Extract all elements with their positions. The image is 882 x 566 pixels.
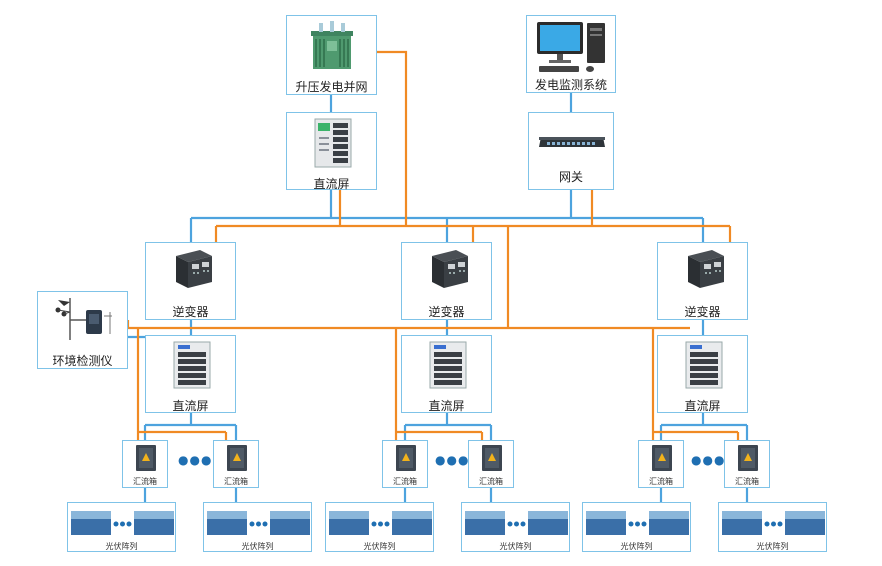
monitor-label: 发电监测系统 [534,78,607,92]
pv-label-5: 光伏阵列 [620,542,653,551]
combiner-box-node-2: 汇流箱 [213,440,259,488]
pv-label-6: 光伏阵列 [756,542,789,551]
dc-top-label: 直流屏 [313,177,350,191]
combiner-box-node-1: 汇流箱 [122,440,168,488]
inverter-label-2: 逆变器 [428,305,465,319]
pv-array-node-1: 光伏阵列 [67,502,176,552]
combiner-label-6: 汇流箱 [735,477,759,486]
ellipsis-dots: ●●● [435,453,470,467]
switch-icon [539,137,605,147]
dc-cabinet-label-2: 直流屏 [428,399,465,413]
grid-label: 升压发电并网 [295,80,368,94]
pv-label-4: 光伏阵列 [499,542,532,551]
dc-cabinet-icon [429,341,467,389]
solar-panel-icon [586,511,689,535]
dc-screen-top-node: 直流屏 [286,112,377,191]
pv-array-node-3: 光伏阵列 [325,502,434,552]
weather-station-icon [55,298,112,340]
solar-panel-icon [722,511,825,535]
ellipsis-dots: ●●● [178,453,213,467]
inverter-label-1: 逆变器 [172,305,209,319]
solar-panel-icon [465,511,568,535]
gateway-label: 网关 [558,170,583,184]
inverter-label-3: 逆变器 [684,305,721,319]
pv-array-node-5: 光伏阵列 [582,502,691,552]
solar-panel-icon [207,511,310,535]
pv-array-node-2: 光伏阵列 [203,502,312,552]
combiner-box-node-3: 汇流箱 [382,440,428,488]
dc-cabinet-node-2: 直流屏 [401,335,492,413]
pv-array-node-6: 光伏阵列 [718,502,827,552]
pv-label-2: 光伏阵列 [241,542,274,551]
inverter-icon [176,250,212,288]
dc-cabinet-label-3: 直流屏 [684,399,721,413]
dc-cabinet-node-3: 直流屏 [657,335,748,413]
inverter-icon [688,250,724,288]
solar-panel-icon [329,511,432,535]
inverter-icon [432,250,468,288]
combiner-label-5: 汇流箱 [649,477,673,486]
grid-connection-node: 升压发电并网 [286,15,377,95]
combiner-label-4: 汇流箱 [479,477,503,486]
combiner-box-icon [738,445,758,471]
inverter-node-1: 逆变器 [145,242,236,320]
combiner-box-node-4: 汇流箱 [468,440,514,488]
combiner-box-icon [136,445,156,471]
inverter-node-3: 逆变器 [657,242,748,320]
inverter-node-2: 逆变器 [401,242,492,320]
pv-array-node-4: 光伏阵列 [461,502,570,552]
combiner-box-icon [396,445,416,471]
combiner-box-icon [227,445,247,471]
pv-label-1: 光伏阵列 [105,542,138,551]
combiner-box-node-5: 汇流箱 [638,440,684,488]
combiner-label-1: 汇流箱 [133,477,157,486]
computer-icon [537,22,605,72]
dc-cabinet-icon [173,341,211,389]
monitoring-system-node: 发电监测系统 [526,15,616,93]
combiner-box-icon [652,445,672,471]
combiner-label-2: 汇流箱 [224,477,248,486]
env-label: 环境检测仪 [52,354,113,368]
dc-cabinet-label-1: 直流屏 [172,399,209,413]
environment-monitor-node: 环境检测仪 [37,291,128,369]
transformer-icon [311,21,353,69]
pv-label-3: 光伏阵列 [363,542,396,551]
dc-cabinet-icon [314,118,352,168]
combiner-box-icon [482,445,502,471]
combiner-label-3: 汇流箱 [393,477,417,486]
dc-cabinet-node-1: 直流屏 [145,335,236,413]
combiner-box-node-6: 汇流箱 [724,440,770,488]
ellipsis-dots: ●●● [691,453,726,467]
gateway-node: 网关 [528,112,614,190]
solar-panel-icon [71,511,174,535]
dc-cabinet-icon [685,341,723,389]
